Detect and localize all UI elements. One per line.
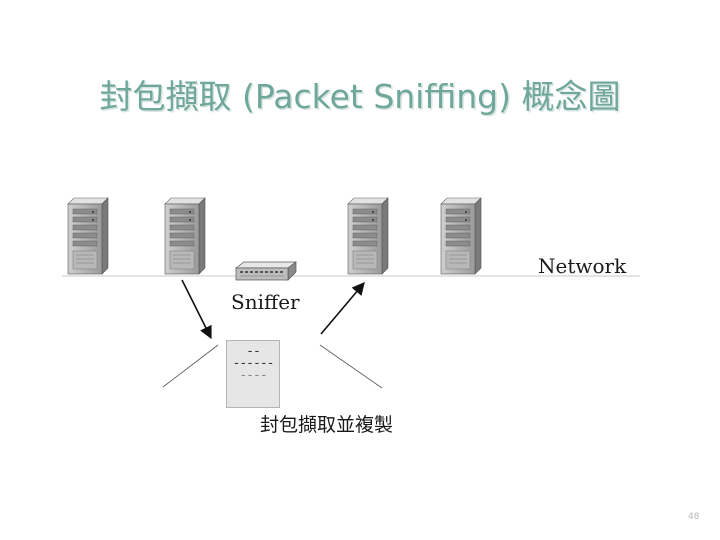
forward-arrow: [320, 282, 365, 335]
packet-line: --: [246, 344, 261, 359]
server-icon: [67, 197, 109, 275]
capture-caption: 封包擷取並複製: [260, 414, 394, 436]
server-icon: [164, 197, 206, 275]
capture-fan-line-left: [162, 344, 219, 388]
network-switch-icon: [234, 261, 298, 281]
sniffer-label: Sniffer: [231, 290, 300, 314]
capture-arrow: [181, 279, 212, 340]
captured-packet-document: -- ------ ----: [226, 340, 280, 408]
packet-line: ------: [232, 356, 275, 371]
server-icon: [440, 197, 482, 275]
page-number: 48: [688, 512, 700, 522]
server-icon: [347, 197, 389, 275]
capture-fan-line-right: [319, 344, 383, 389]
network-label: Network: [538, 254, 627, 278]
packet-line: ----: [239, 368, 267, 383]
slide-title: 封包擷取 (Packet Sniffing) 概念圖: [99, 77, 621, 116]
